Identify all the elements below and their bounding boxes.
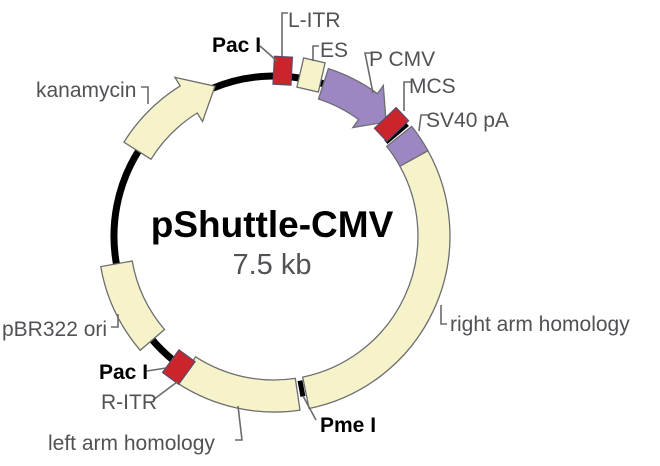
- plasmid-title-block: pShuttle-CMV 7.5 kb: [151, 204, 394, 281]
- kanamycin-label: kanamycin: [36, 79, 136, 102]
- right-arm-homology-label: right arm homology: [450, 313, 630, 336]
- r-itr-leader: [152, 381, 178, 401]
- pac-i-top-label: Pac I: [212, 34, 261, 57]
- pac-i-bottom-leader: [146, 367, 167, 372]
- mcs-label: MCS: [409, 75, 456, 98]
- sv40-pa-segment: [385, 125, 429, 168]
- plasmid-features: [99, 55, 451, 413]
- pbr322-ori-arc: [99, 260, 166, 352]
- pme-i-leader: [302, 395, 317, 421]
- es-leader: [312, 45, 319, 61]
- plasmid-name: pShuttle-CMV: [151, 204, 394, 245]
- backbone-arc-bottom-left: [146, 334, 178, 365]
- pme-i-site-tick: [297, 380, 306, 397]
- right-arm-homology-arc: [301, 149, 451, 410]
- es-label: ES: [320, 39, 348, 62]
- plasmid-size: 7.5 kb: [233, 249, 312, 281]
- right-arm-leader: [440, 305, 447, 325]
- sv40-pa-label: SV40 pA: [426, 109, 509, 132]
- pbr322-ori-leader: [111, 314, 119, 328]
- feature-labels: L-ITR Pac I ES P CMV MCS SV40 pA right a…: [2, 9, 630, 455]
- left-arm-leader: [235, 405, 243, 441]
- pcmv-promoter-arrow: [317, 67, 387, 129]
- sv40-pa-leader: [418, 114, 428, 132]
- kanamycin-leader: [141, 86, 149, 104]
- left-arm-homology-label: left arm homology: [48, 432, 215, 455]
- left-arm-homology-arc: [177, 355, 301, 413]
- pac-i-bottom-label: Pac I: [99, 361, 148, 384]
- pbr322-ori-label: pBR322 ori: [2, 318, 107, 341]
- leader-lines: [111, 12, 447, 441]
- pac-i-r-itr-box: [161, 349, 196, 386]
- pac-i-l-itr-box: [272, 55, 294, 86]
- pac-i-top-leader: [259, 45, 278, 62]
- pme-i-label: Pme I: [320, 414, 376, 437]
- es-box: [296, 57, 326, 93]
- mcs-leader: [403, 81, 412, 111]
- p-cmv-leader: [364, 52, 374, 94]
- backbone-arc-left: [110, 146, 143, 268]
- p-cmv-label: P CMV: [369, 48, 435, 71]
- l-itr-label: L-ITR: [288, 9, 341, 32]
- r-itr-label: R-ITR: [101, 391, 157, 414]
- l-itr-leader: [281, 12, 288, 56]
- mcs-box: [373, 106, 410, 143]
- kanamycin-arrow: [123, 76, 216, 161]
